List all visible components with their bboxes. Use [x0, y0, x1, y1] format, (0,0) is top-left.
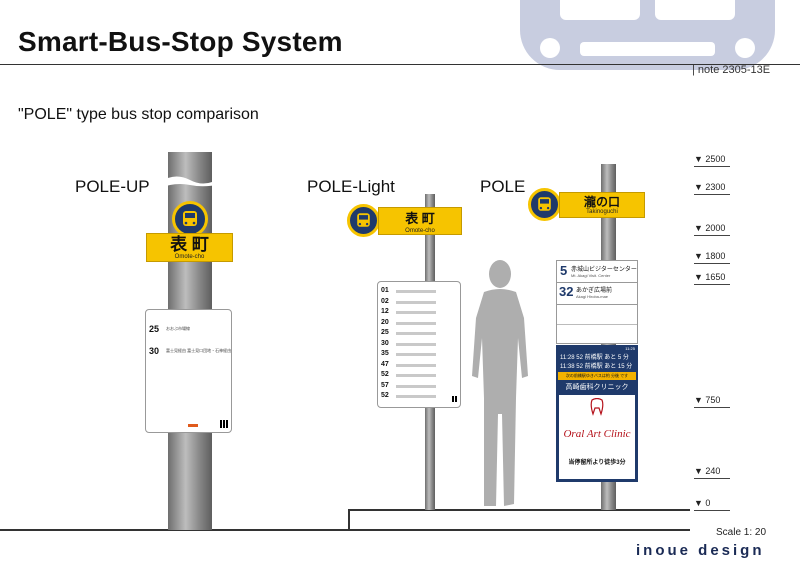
route-number: 01 — [381, 287, 389, 294]
tooth-logo-icon — [590, 398, 604, 416]
ground-line — [0, 529, 690, 531]
height-mark-line — [694, 194, 730, 195]
route-detail-line — [396, 290, 436, 293]
note-id: | note 2305-13E — [692, 64, 771, 76]
title-underline — [0, 64, 800, 65]
route-detail-line — [396, 332, 436, 335]
pole-stop-sign: 瀧の口 Takinoguchi — [559, 192, 645, 218]
route-number: 57 — [381, 381, 389, 389]
bus-watermark-icon — [520, 0, 775, 70]
height-mark-line — [694, 510, 730, 511]
route-number: 12 — [381, 308, 389, 315]
ad-brand: Oral Art Clinic — [563, 428, 631, 440]
page-subtitle: "POLE" type bus stop comparison — [18, 106, 259, 123]
destination-row: 32 あかぎ広場前 Akagi Hiroba-mae — [557, 282, 637, 305]
route-number: 30 — [381, 339, 389, 347]
pole-light-bus-icon — [347, 204, 380, 237]
height-mark-line — [694, 263, 730, 264]
route-detail-line — [396, 321, 436, 325]
route-number: 30 — [149, 346, 160, 356]
destination-route-number: 32 — [559, 284, 574, 299]
route-number: 52 — [381, 371, 389, 378]
page-title: Smart-Bus-Stop System — [18, 26, 343, 57]
destination-name: あかぎ広場前 — [576, 288, 613, 294]
qr-code-icon — [220, 420, 228, 428]
pole-destination-panel: 5 赤城山ビジターセンター Mt. Akagi Visit. Center 32… — [556, 260, 638, 344]
height-mark-label: ▼ 2500 — [694, 154, 726, 164]
route-number: 25 — [149, 324, 160, 334]
brand-logo: inoue design — [636, 542, 765, 559]
pole-up-stop-romaji: Omote-cho — [174, 254, 205, 260]
height-mark-label: ▼ 750 — [694, 395, 721, 405]
height-mark-label: ▼ 2000 — [694, 223, 726, 233]
display-clock: 11:25 — [625, 346, 635, 351]
human-scale-figure — [472, 260, 528, 506]
height-mark-line — [694, 284, 730, 285]
height-mark-line — [694, 478, 730, 479]
route-number: 25 — [381, 329, 389, 336]
route-number: 47 — [381, 360, 389, 368]
route-number: 02 — [381, 297, 389, 305]
notice-bar: 次の前橋駅ゆきバスは約 分後 です — [558, 372, 636, 380]
destination-route-number: 5 — [560, 263, 568, 278]
pole-light-stop-name: 表 町 — [405, 211, 435, 226]
route-number: 52 — [381, 392, 389, 399]
height-mark-line — [694, 166, 730, 167]
route-text: 富士見経由 富士見口団地・石神経由 — [166, 348, 232, 353]
pole-digital-display: 11:25 11:28 52 前橋駅 あと 5 分 11:38 52 前橋駅 あ… — [556, 345, 638, 381]
pole-stop-romaji: Takinoguchi — [586, 209, 618, 215]
height-mark-label: ▼ 1800 — [694, 251, 726, 261]
curb-side — [348, 509, 350, 531]
pole-ad-panel: 高崎歯科クリニック Oral Art Clinic 当停留所より徒歩3分 — [556, 381, 638, 482]
route-text: おおぶ市場線 — [166, 326, 190, 331]
destination-romaji: Mt. Akagi Visit. Center — [571, 273, 611, 278]
pole-bus-icon — [528, 188, 561, 221]
destination-row: 5 赤城山ビジターセンター Mt. Akagi Visit. Center — [557, 261, 637, 283]
height-mark-label: ▼ 1650 — [694, 272, 726, 282]
pole-label: POLE — [480, 177, 526, 196]
route-detail-line — [396, 374, 436, 377]
route-number: 20 — [381, 318, 389, 326]
route-detail-line — [396, 363, 436, 367]
route-detail-line — [396, 353, 436, 356]
route-detail-line — [396, 395, 436, 398]
ad-title: 高崎歯科クリニック — [565, 384, 629, 391]
qr-code-icon — [452, 396, 458, 402]
scale-label: Scale 1: 20 — [716, 527, 767, 538]
pole-light-label: POLE-Light — [307, 177, 395, 196]
pole-light-stop-sign: 表 町 Omote-cho — [378, 207, 462, 235]
pole-up-stop-name: 表 町 — [170, 235, 209, 254]
curb-top — [348, 509, 690, 511]
ad-footer: 当停留所より徒歩3分 — [568, 460, 626, 466]
route-detail-line — [396, 342, 436, 346]
height-mark-label: ▼ 0 — [694, 498, 711, 508]
route-detail-line — [396, 384, 436, 388]
pole-up-bus-icon — [172, 201, 208, 237]
arrival-row: 11:38 52 前橋駅 あと 15 分 — [560, 364, 633, 370]
height-mark-line — [694, 235, 730, 236]
route-detail-line — [396, 311, 436, 314]
height-mark-line — [694, 407, 730, 408]
destination-name: 赤城山ビジターセンター — [571, 267, 637, 273]
destination-romaji: Akagi Hiroba-mae — [576, 294, 609, 299]
ad-body: Oral Art Clinic 当停留所より徒歩3分 — [559, 395, 635, 479]
pole-light-stop-romaji: Omote-cho — [405, 228, 435, 234]
pole-up-timetable-panel: 25 おおぶ市場線 30 富士見経由 富士見口団地・石神経由 — [145, 309, 232, 433]
pole-up-label: POLE-UP — [75, 177, 150, 196]
pole-break-icon — [160, 176, 220, 188]
route-number: 35 — [381, 350, 389, 357]
height-mark-label: ▼ 2300 — [694, 182, 726, 192]
pole-stop-name: 瀧の口 — [583, 195, 620, 209]
pole-up-stop-sign: 表 町 Omote-cho — [146, 233, 233, 262]
height-mark-label: ▼ 240 — [694, 466, 721, 476]
pole-light-route-panel: 01 02 12 20 25 30 35 47 52 57 52 — [377, 281, 461, 408]
arrival-row: 11:28 52 前橋駅 あと 5 分 — [560, 355, 629, 361]
route-detail-line — [396, 300, 436, 304]
blank-row — [557, 304, 637, 325]
logo-mark — [188, 424, 198, 427]
